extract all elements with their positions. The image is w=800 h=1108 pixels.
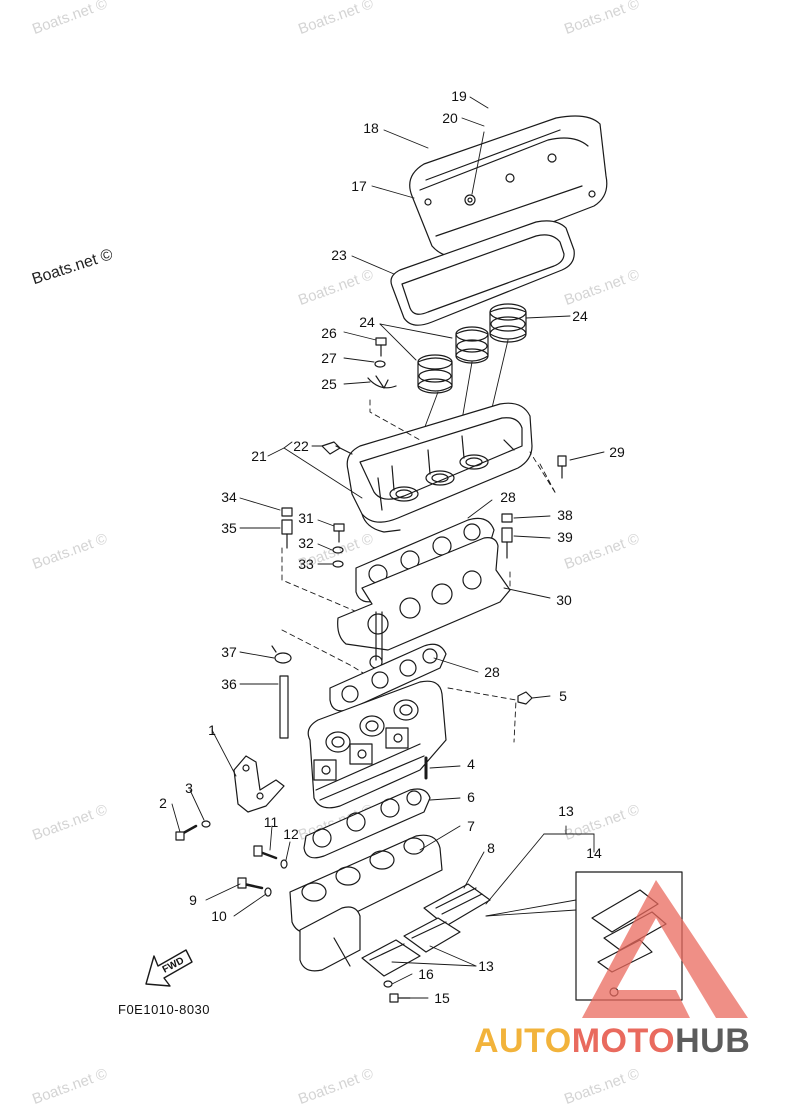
callout-14: 14 [586, 845, 602, 861]
part-27-washer [374, 360, 386, 368]
part-33-washer [332, 560, 344, 568]
callout-24a: 24 [359, 314, 375, 330]
figure-code: F0E1010-8030 [118, 1002, 211, 1017]
callout-19: 19 [451, 88, 467, 104]
callout-1: 1 [208, 722, 216, 738]
part-29-bolt [557, 455, 567, 479]
callout-8: 8 [487, 840, 495, 856]
part-30-plate [337, 537, 511, 669]
callout-6: 6 [467, 789, 475, 805]
callout-5: 5 [559, 688, 567, 704]
part-12-washer [280, 859, 288, 869]
part-22-fitting [321, 441, 353, 455]
part-26-bolt [375, 337, 387, 357]
brand-part-auto: AUTO [474, 1022, 572, 1060]
part-36-pipe [279, 675, 289, 739]
callout-24b: 24 [572, 308, 588, 324]
callout-33: 33 [298, 556, 314, 572]
part-16-washer [383, 980, 393, 988]
part-3-washer [201, 820, 211, 828]
callout-38: 38 [557, 507, 573, 523]
part-23-gasket [390, 220, 575, 326]
callout-9: 9 [189, 892, 197, 908]
part-9-bolt [237, 877, 264, 890]
callout-17: 17 [351, 178, 367, 194]
fwd-arrow [145, 949, 193, 987]
part-37-clamp [271, 645, 292, 664]
part-1-bracket [233, 755, 285, 813]
part-34-cap [281, 507, 293, 517]
part-21-case [346, 402, 533, 533]
brand-part-hub: HUB [675, 1022, 751, 1060]
part-25-clip [367, 375, 397, 389]
brand-part-moto: MOTO [571, 1022, 676, 1060]
part-13-reed-valves [299, 906, 461, 977]
callout-22: 22 [293, 438, 309, 454]
callout-32: 32 [298, 535, 314, 551]
callout-7: 7 [467, 818, 475, 834]
part-8-reed-valve [423, 883, 491, 927]
callout-21: 21 [251, 448, 267, 464]
part-5-nut [517, 691, 533, 705]
callout-30: 30 [556, 592, 572, 608]
part-6-gasket [303, 788, 431, 859]
part-15-screw [389, 993, 411, 1003]
callout-36: 36 [221, 676, 237, 692]
callout-12: 12 [283, 826, 299, 842]
callout-3: 3 [185, 780, 193, 796]
callout-29: 29 [609, 444, 625, 460]
callout-20: 20 [442, 110, 458, 126]
callout-34: 34 [221, 489, 237, 505]
callout-39: 39 [557, 529, 573, 545]
callout-37: 37 [221, 644, 237, 660]
part-24-joints [417, 303, 527, 441]
part-35-sensor [281, 519, 293, 549]
part-31-bolt [333, 523, 345, 543]
part-28-gasket-lower [329, 643, 447, 712]
part-32-washer [332, 546, 344, 554]
callout-15: 15 [434, 990, 450, 1006]
part-39-sensor [501, 527, 513, 559]
callout-11: 11 [263, 814, 279, 830]
part-38-cap [501, 513, 513, 523]
callout-13b: 13 [478, 958, 494, 974]
carburetor-assembly [307, 680, 447, 809]
callout-35: 35 [221, 520, 237, 536]
part-7-valve-body [289, 834, 443, 934]
callout-27: 27 [321, 350, 337, 366]
callout-18: 18 [363, 120, 379, 136]
callout-13a: 13 [558, 803, 574, 819]
callout-28a: 28 [500, 489, 516, 505]
callout-25: 25 [321, 376, 337, 392]
part-11-bolt [253, 845, 278, 860]
callout-26: 26 [321, 325, 337, 341]
callout-31: 31 [298, 510, 314, 526]
callout-28b: 28 [484, 664, 500, 680]
callout-4: 4 [467, 756, 475, 772]
callout-2: 2 [159, 795, 167, 811]
automotohub-brand: AUTOMOTOHUB [474, 1022, 750, 1061]
callout-10: 10 [211, 908, 227, 924]
callout-23: 23 [331, 247, 347, 263]
callout-16: 16 [418, 966, 434, 982]
part-10-washer [264, 887, 272, 897]
automotohub-logo-icon [582, 880, 748, 1018]
